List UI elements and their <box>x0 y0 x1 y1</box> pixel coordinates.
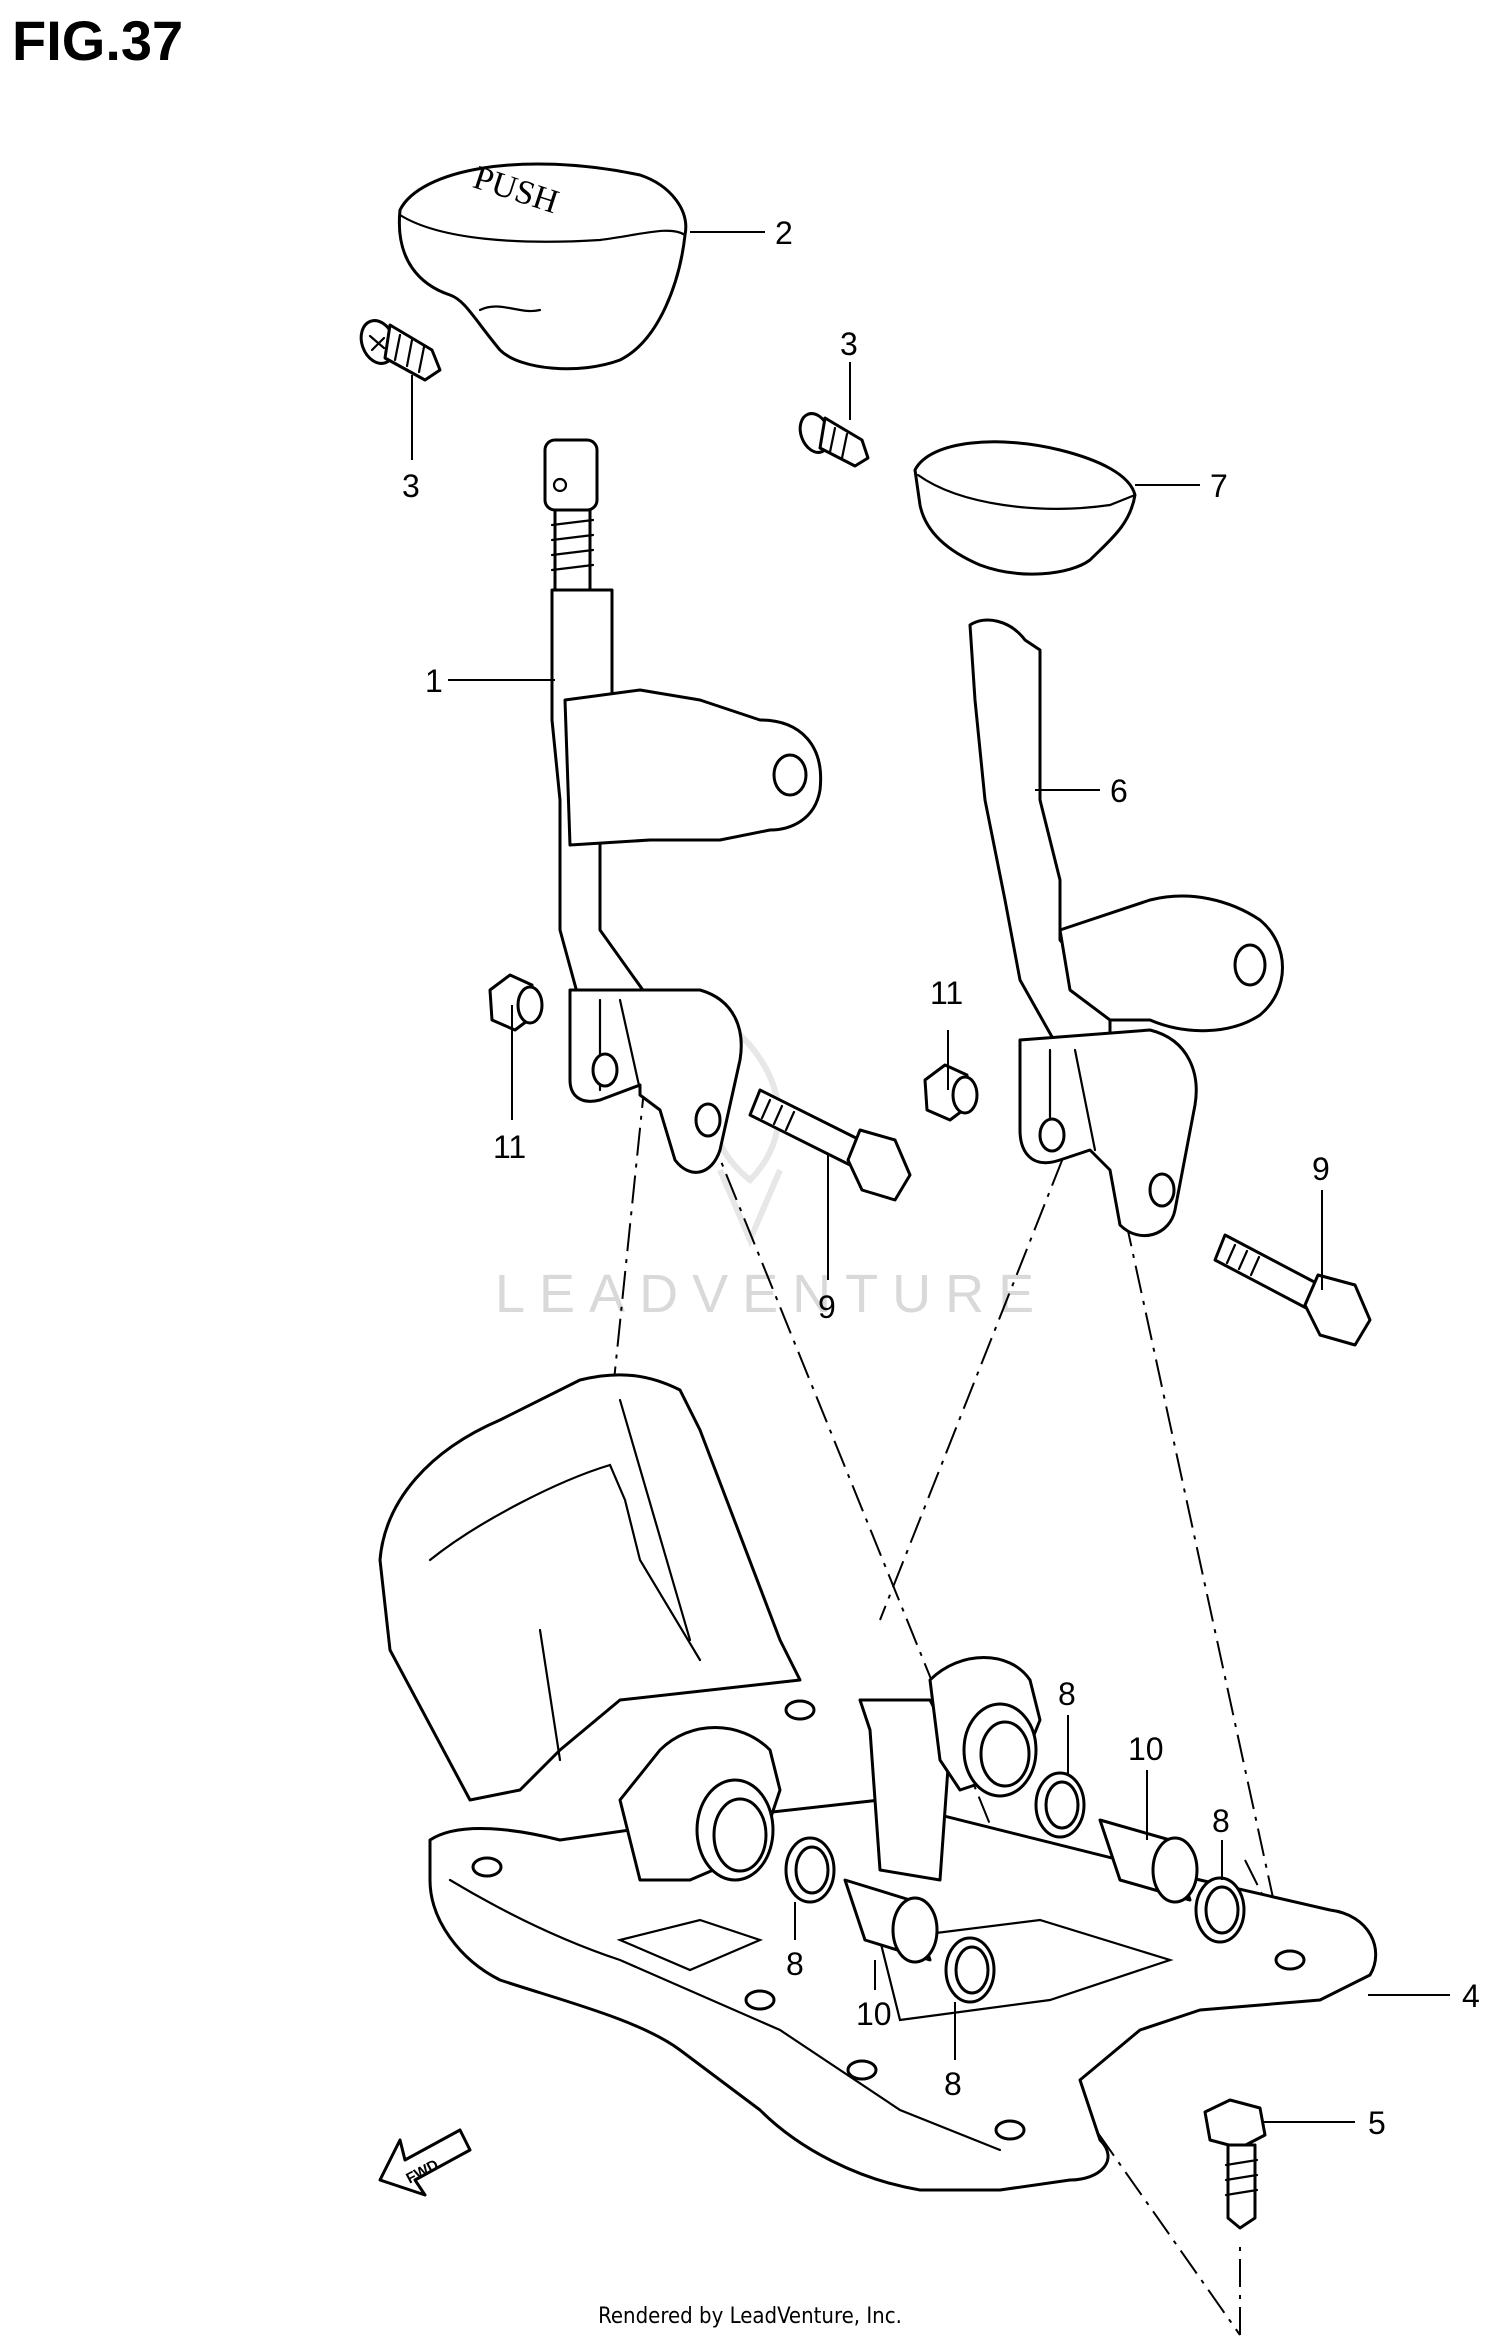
callout-1-lever: 1 <box>425 663 443 699</box>
leader-lines <box>411 231 1450 2123</box>
nut-part-11-left <box>488 973 544 1032</box>
callout-5: 5 <box>1368 2105 1386 2141</box>
button-part-7 <box>913 440 1137 576</box>
screw-part-3-right <box>798 412 870 468</box>
callout-9-left: 9 <box>818 1289 836 1325</box>
callout-3-right: 3 <box>840 326 858 362</box>
callout-8-c: 8 <box>786 1946 804 1982</box>
callout-9-right: 9 <box>1312 1151 1330 1187</box>
callout-10-a: 10 <box>1128 1731 1164 1767</box>
bolt-part-9-left <box>748 1088 912 1202</box>
shift-lever-part-1 <box>543 438 823 1174</box>
washer-part-8-c <box>1194 1876 1246 1944</box>
screw-part-3-left <box>359 319 442 382</box>
callout-8-b: 8 <box>1212 1803 1230 1839</box>
select-lever-part-6 <box>968 618 1284 1238</box>
callout-4: 4 <box>1462 1978 1480 2014</box>
bushing-part-10-b <box>843 1878 939 1964</box>
washer-part-8-b <box>784 1836 836 1904</box>
nut-part-11-right <box>923 1063 979 1122</box>
base-plate-part-4 <box>378 1373 1378 2192</box>
watermark-text: LEADVENTURE <box>495 1264 1048 1324</box>
callout-10-b: 10 <box>856 1996 892 2032</box>
callouts: 2 3 3 7 1 6 11 11 9 9 8 10 8 8 10 8 4 5 <box>402 215 1480 2141</box>
bolt-part-5 <box>1203 2098 1267 2230</box>
knob-part-2: PUSH <box>397 159 688 371</box>
callout-7: 7 <box>1210 468 1228 504</box>
callout-8-d: 8 <box>944 2066 962 2102</box>
washer-part-8-a <box>1034 1771 1086 1839</box>
callout-6: 6 <box>1110 773 1128 809</box>
callout-1: 2 <box>775 215 793 251</box>
callout-11-left: 11 <box>493 1129 526 1165</box>
callout-3-left: 3 <box>402 468 420 504</box>
footer-credit: Rendered by LeadVenture, Inc. <box>598 2304 902 2329</box>
washer-part-8-d <box>944 1936 996 2004</box>
watermark: LEADVENTURE <box>495 1025 1048 1324</box>
bolt-part-9-right <box>1213 1233 1372 1347</box>
callout-8-a: 8 <box>1058 1676 1076 1712</box>
fwd-arrow: FWD <box>378 2128 472 2197</box>
figure-title: FIG.37 <box>12 9 184 72</box>
callout-11-right: 11 <box>930 975 963 1011</box>
